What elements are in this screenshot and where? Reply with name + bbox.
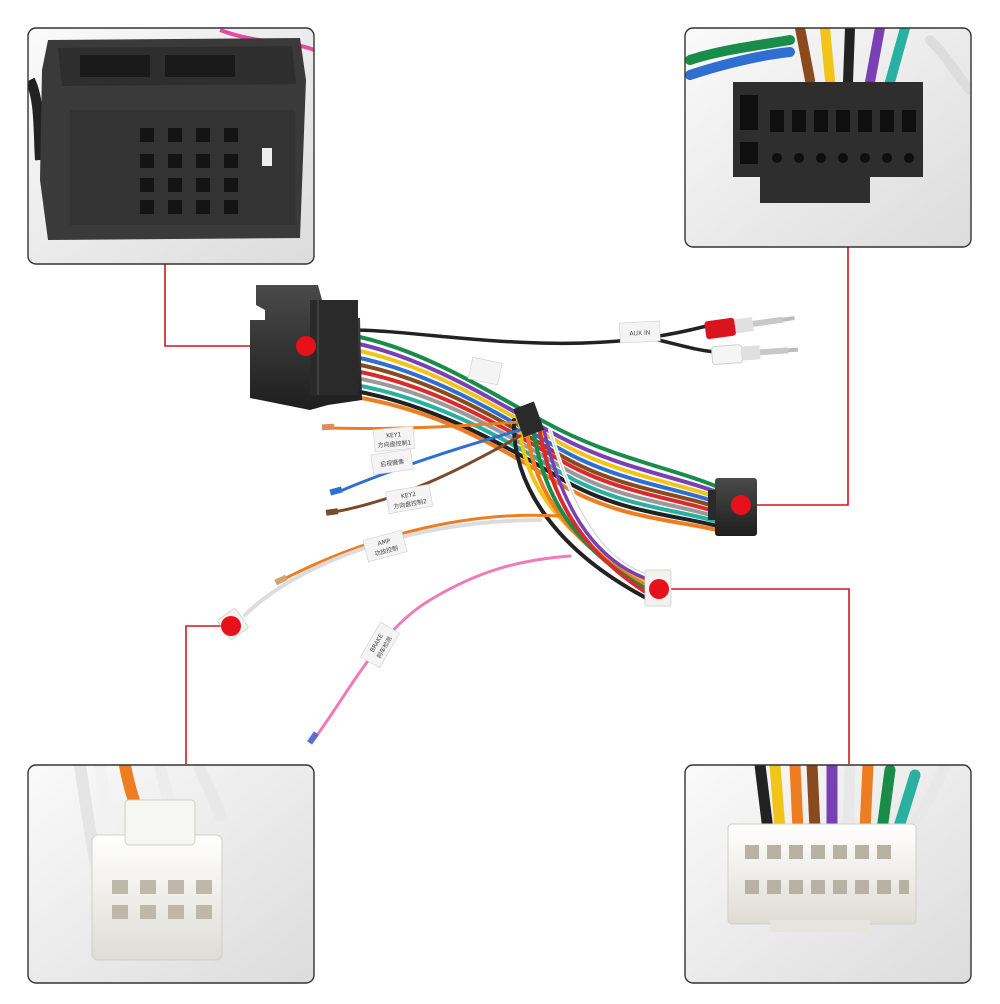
rca-plugs (704, 316, 799, 365)
tag-key1-cn: 方向盘控制1 (377, 439, 412, 450)
panel-white-4pin-closeup (27, 764, 315, 984)
panel-black-16pin-closeup (684, 27, 972, 248)
panel-quadlock-closeup (27, 27, 315, 265)
tag-amp: AMP (377, 537, 392, 547)
callout-dot-black-16pin (731, 495, 751, 515)
wire-label-tags: AUX IN KEY1 方向盘控制1 后视摄像 KEY2 方向盘控制2 AMP … (360, 320, 661, 669)
tag-aux-in: AUX IN (629, 329, 650, 337)
tag-key2: KEY2 (400, 491, 416, 501)
callout-dots (221, 336, 751, 636)
callout-dot-white-16pin (649, 579, 669, 599)
tag-key1: KEY1 (386, 431, 402, 439)
panel-white-16pin-closeup (684, 764, 972, 984)
callout-dot-quadlock (296, 336, 316, 356)
wire-tips (274, 423, 343, 745)
callout-dot-white-4pin (221, 616, 241, 636)
tag-camera: 后视摄像 (380, 457, 405, 468)
